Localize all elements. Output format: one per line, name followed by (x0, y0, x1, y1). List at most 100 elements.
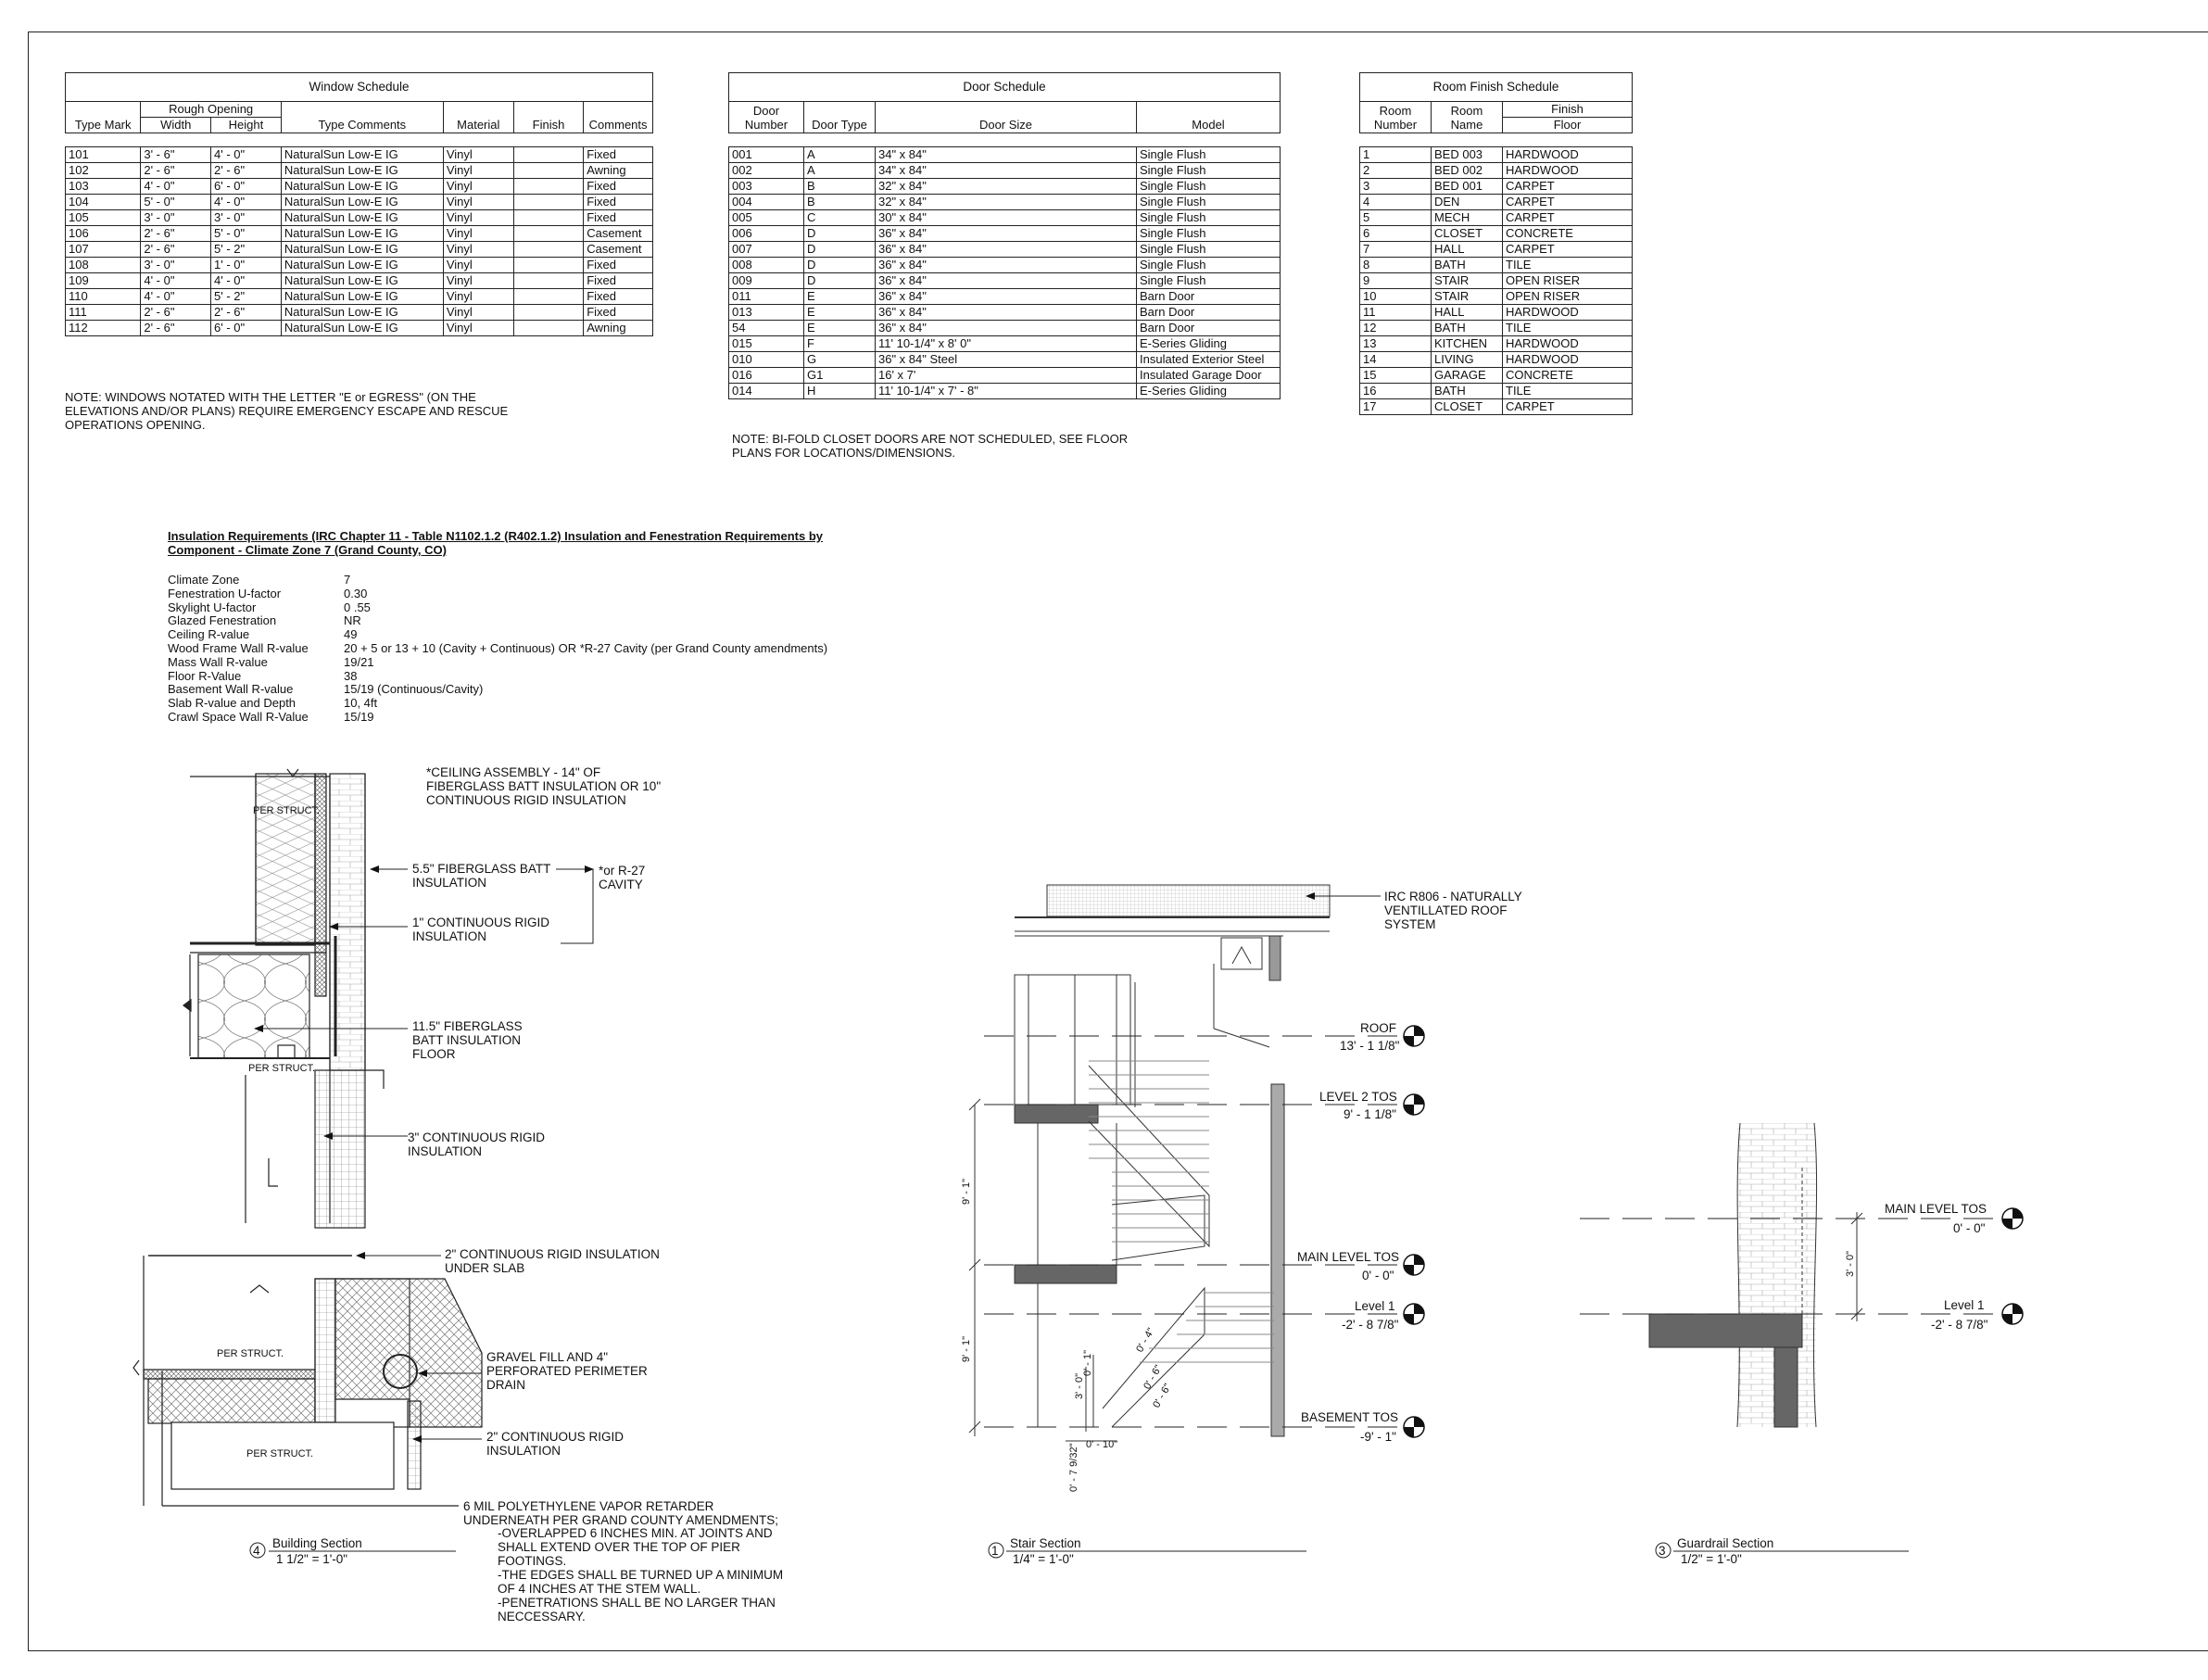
stair-section-number: 1 (991, 1544, 999, 1558)
window-row-cell: NaturalSun Low-E IG (280, 320, 444, 336)
insulation-requirements: Insulation Requirements (IRC Chapter 11 … (168, 529, 872, 725)
level-name-level2: LEVEL 2 TOS (1319, 1090, 1397, 1104)
col-comments: Comments (583, 101, 653, 133)
note-line: UNDERNEATH PER GRAND COUNTY AMENDMENTS; (463, 1513, 778, 1527)
door-schedule: Door Schedule Door Number Door Type Door… (728, 72, 1281, 399)
guardrail-level-name-main: MAIN LEVEL TOS (1885, 1202, 1987, 1216)
window-row-cell: NaturalSun Low-E IG (280, 304, 444, 321)
col-room-number: Room Number (1359, 101, 1432, 133)
door-row-cell: 004 (728, 194, 804, 210)
room-row-cell: CONCRETE (1502, 225, 1633, 242)
window-row-cell: Vinyl (442, 304, 514, 321)
room-row-cell: BED 001 (1431, 178, 1503, 195)
insulation-key: Skylight U-factor (168, 600, 257, 614)
guardrail-section-scale: 1/2" = 1'-0" (1681, 1552, 1742, 1566)
dim-rail: 3' - 0" (1074, 1373, 1085, 1399)
col-floor: Floor (1502, 117, 1633, 133)
room-row-cell: DEN (1431, 194, 1503, 210)
room-row-cell: 16 (1359, 383, 1432, 399)
note-line: INSULATION (412, 876, 486, 890)
window-schedule-title: Window Schedule (65, 72, 653, 102)
col-door-type: Door Type (803, 101, 876, 133)
level-marker-level2: LEVEL 2 TOS 9' - 1 1/8" (1319, 1090, 1425, 1121)
insulation-key: Basement Wall R-value (168, 682, 294, 697)
stair-section-title: 1 Stair Section 1/4" = 1'-0" (988, 1536, 1306, 1566)
window-row-cell: Awning (583, 162, 653, 179)
level-elev-level1: -2' - 8 7/8" (1342, 1318, 1399, 1332)
window-row-cell: Fixed (583, 146, 653, 163)
window-row-cell: 5' - 2" (210, 241, 282, 258)
note-line: CONTINUOUS RIGID INSULATION (426, 793, 626, 807)
door-row-cell: 36" x 84" Steel (875, 351, 1137, 368)
note-line: DRAIN (486, 1378, 525, 1392)
window-row-cell: Vinyl (442, 194, 514, 210)
door-row-cell: 11' 10-1/4" x 7' - 8" (875, 383, 1137, 399)
insulation-key: Glazed Fenestration (168, 613, 277, 628)
window-row-cell: NaturalSun Low-E IG (280, 241, 444, 258)
dim-d2: 0' - 4" (1134, 1326, 1156, 1354)
note-line: *or R-27 (599, 864, 645, 878)
per-struct-label-footing: PER STRUCT. (246, 1448, 313, 1459)
note-line: 6 MIL POLYETHYLENE VAPOR RETARDER (463, 1499, 714, 1513)
room-row-cell: 17 (1359, 398, 1432, 415)
insulation-heading: Insulation Requirements (IRC Chapter 11 … (168, 529, 823, 557)
room-row-cell: CONCRETE (1502, 367, 1633, 384)
room-row-cell: HARDWOOD (1502, 351, 1633, 368)
guardrail-section-title-text: Guardrail Section (1677, 1536, 1773, 1550)
window-row-cell: 6' - 0" (210, 320, 282, 336)
insulation-value: 10, 4ft (344, 696, 378, 711)
insulation-value: 20 + 5 or 13 + 10 (Cavity + Continuous) … (344, 640, 828, 655)
building-section-number: 4 (253, 1544, 260, 1558)
building-section-title: 4 Building Section 1 1/2" = 1'-0" (249, 1536, 456, 1566)
window-row-cell: 2' - 6" (140, 304, 212, 321)
room-schedule-title: Room Finish Schedule (1359, 72, 1633, 102)
note-line: -OVERLAPPED 6 INCHES MIN. AT JOINTS AND (498, 1526, 773, 1540)
room-row-cell: 10 (1359, 288, 1432, 305)
dim-lower: 9' - 1" (961, 1336, 972, 1362)
note-line: 5.5" FIBERGLASS BATT (412, 862, 550, 876)
note-line: IRC R806 - NATURALLY (1384, 890, 1522, 903)
guardrail-section-number: 3 (1659, 1544, 1666, 1558)
door-row-cell: Single Flush (1136, 241, 1281, 258)
level-elev-level2: 9' - 1 1/8" (1344, 1107, 1396, 1121)
note-line: NECCESSARY. (498, 1610, 586, 1623)
note-line: PERFORATED PERIMETER (486, 1364, 648, 1378)
insulation-key: Mass Wall R-value (168, 654, 268, 669)
room-row-cell: CARPET (1502, 178, 1633, 195)
per-struct-label-slab: PER STRUCT. (217, 1348, 284, 1359)
room-row-cell: CARPET (1502, 398, 1633, 415)
stair-section-drawing (968, 884, 1408, 1442)
insulation-value: 7 (344, 573, 351, 587)
window-row-cell: 4' - 0" (140, 178, 212, 195)
room-row-cell: 13 (1359, 335, 1432, 352)
window-row-cell: Vinyl (442, 320, 514, 336)
col-type-comments: Type Comments (280, 101, 444, 133)
level-elev-roof: 13' - 1 1/8" (1340, 1039, 1400, 1053)
col-width: Width (140, 117, 212, 133)
room-row-cell: HALL (1431, 304, 1503, 321)
note-line: FLOOR (412, 1047, 456, 1061)
room-finish-schedule: Room Finish Schedule Room Number Room Na… (1359, 72, 1633, 415)
guardrail-level-name-level1: Level 1 (1944, 1298, 1985, 1312)
insulation-key: Crawl Space Wall R-Value (168, 709, 309, 724)
window-row-cell: 3' - 0" (140, 209, 212, 226)
window-row-cell (512, 320, 585, 336)
door-row-cell: E-Series Gliding (1136, 383, 1281, 399)
room-row-cell: BED 002 (1431, 162, 1503, 179)
